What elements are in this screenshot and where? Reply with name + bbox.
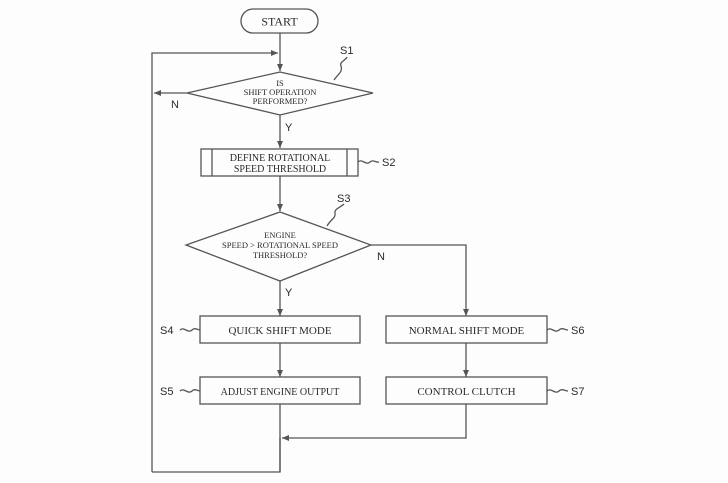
connector-loop-left — [151, 50, 278, 472]
s1-yes-label: Y — [285, 122, 293, 134]
s6-label: NORMAL SHIFT MODE — [409, 325, 525, 337]
s2-leader — [357, 160, 380, 164]
s6-step-label: S6 — [571, 325, 584, 337]
decision-s1: IS SHIFT OPERATION PERFORMED? — [186, 71, 374, 116]
s1-line-1: IS — [276, 78, 284, 88]
s6-leader — [546, 328, 569, 332]
s3-no-label: N — [377, 251, 385, 263]
connector-s7-merge — [282, 404, 467, 441]
s5-step-label: S5 — [160, 386, 173, 398]
s3-yes-label: Y — [285, 287, 293, 299]
process-s2: DEFINE ROTATIONAL SPEED THRESHOLD — [200, 148, 359, 177]
s4-step-label: S4 — [160, 325, 173, 337]
s7-leader — [546, 389, 569, 393]
process-s5: ADJUST ENGINE OUTPUT — [199, 376, 361, 405]
s1-leader — [333, 56, 348, 81]
s1-line-2: SHIFT OPERATION — [244, 87, 317, 97]
s3-line-1: ENGINE — [264, 230, 296, 240]
start-terminator: START — [240, 8, 319, 34]
s2-line-1: DEFINE ROTATIONAL — [230, 153, 331, 164]
s3-line-2: SPEED > ROTATIONAL SPEED — [222, 240, 338, 250]
s1-step-label: S1 — [340, 45, 353, 57]
s1-line-3: PERFORMED? — [253, 96, 308, 106]
s7-step-label: S7 — [571, 386, 584, 398]
s4-label: QUICK SHIFT MODE — [228, 325, 331, 337]
s3-line-3: THRESHOLD? — [253, 250, 308, 260]
s3-leader — [326, 203, 345, 227]
s2-line-2: SPEED THRESHOLD — [234, 164, 326, 175]
s4-leader — [179, 328, 201, 332]
s1-no-label: N — [171, 99, 179, 111]
s5-label: ADJUST ENGINE OUTPUT — [221, 387, 340, 398]
s3-step-label: S3 — [337, 193, 350, 205]
connector-loop-bottom — [152, 438, 281, 473]
s7-label: CONTROL CLUTCH — [417, 386, 515, 398]
connector-s3-no — [371, 244, 469, 316]
process-s4: QUICK SHIFT MODE — [199, 315, 361, 344]
decision-s3: ENGINE SPEED > ROTATIONAL SPEED THRESHOL… — [184, 211, 373, 282]
s5-leader — [179, 389, 201, 393]
start-label: START — [261, 15, 298, 29]
process-s7: CONTROL CLUTCH — [385, 376, 548, 405]
process-s6: NORMAL SHIFT MODE — [385, 315, 548, 344]
s2-step-label: S2 — [382, 157, 395, 169]
